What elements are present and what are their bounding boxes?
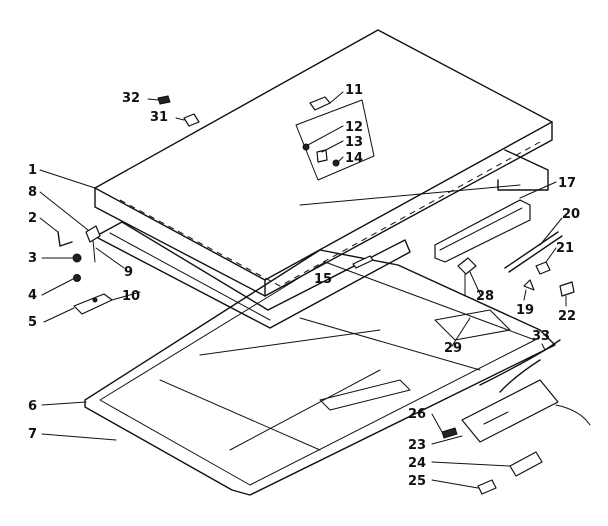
cabinet-top <box>84 249 556 496</box>
callout-23: 23 <box>408 438 426 453</box>
right-side-parts <box>352 231 575 297</box>
callout-13: 13 <box>345 135 363 150</box>
lid-small-parts <box>157 95 340 167</box>
callout-8: 8 <box>28 185 37 200</box>
leader-lines <box>39 91 567 489</box>
callout-6: 6 <box>28 399 37 414</box>
callout-26: 26 <box>408 407 426 422</box>
callout-25: 25 <box>408 474 426 489</box>
callout-22: 22 <box>558 309 576 324</box>
hinge-hardware <box>57 225 113 315</box>
gasket-frame <box>299 149 549 263</box>
callout-19: 19 <box>516 303 534 318</box>
callout-20: 20 <box>562 207 580 222</box>
callout-10: 10 <box>122 289 140 304</box>
callout-14: 14 <box>345 151 363 166</box>
callout-28: 28 <box>476 289 494 304</box>
callout-9: 9 <box>124 265 133 280</box>
inner-liner <box>97 221 411 329</box>
callout-24: 24 <box>408 456 426 471</box>
callout-21: 21 <box>556 241 574 256</box>
callout-29: 29 <box>444 341 462 356</box>
callout-7: 7 <box>28 427 37 442</box>
callout-labels: 1 8 2 3 4 5 6 7 9 10 11 12 13 14 15 17 1… <box>28 83 580 489</box>
callout-17: 17 <box>558 176 576 191</box>
electrical-parts <box>441 339 591 495</box>
lid-assembly <box>94 29 553 297</box>
callout-3: 3 <box>28 251 37 266</box>
callout-15: 15 <box>314 272 332 287</box>
callout-12: 12 <box>345 120 363 135</box>
callout-4: 4 <box>28 288 37 303</box>
callout-1: 1 <box>28 163 37 178</box>
callout-5: 5 <box>28 315 37 330</box>
callout-31: 31 <box>150 110 168 125</box>
callout-33: 33 <box>532 329 550 344</box>
callout-11: 11 <box>345 83 363 98</box>
callout-32: 32 <box>122 91 140 106</box>
callout-2: 2 <box>28 211 37 226</box>
